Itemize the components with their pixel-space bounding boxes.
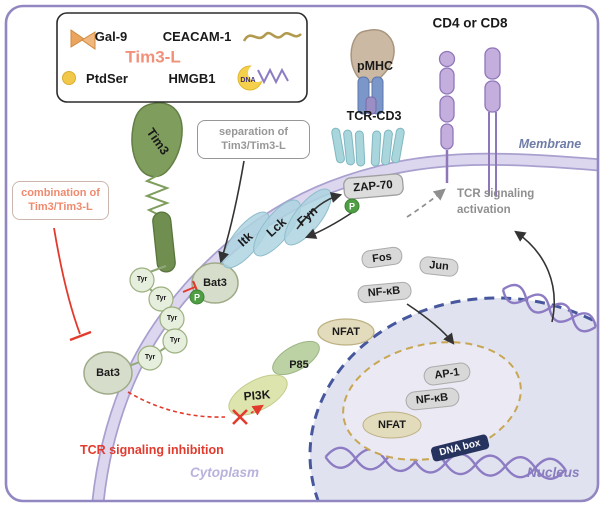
nucleus-region-label: Nucleus — [527, 465, 580, 480]
nfkb-cyto-shape — [357, 281, 412, 304]
jun-label: Jun — [428, 259, 450, 273]
combination-note-line2: Tim3/Tim3-L — [28, 201, 93, 214]
tcr-receptor — [357, 76, 384, 115]
tim3-coil — [144, 173, 170, 217]
hmgb1-dna-icon — [237, 64, 289, 91]
separation-note: separation of Tim3/Tim3-L — [197, 120, 310, 159]
signal-arrows — [218, 160, 556, 345]
membrane-region-label: Membrane — [518, 137, 582, 152]
pmhc-label: pMHC — [356, 59, 394, 74]
frame-border — [4, 4, 600, 503]
separation-note-line1: separation of — [218, 126, 289, 138]
tyr-label: Tyr — [144, 354, 156, 362]
dna-icon-label: DNA — [240, 77, 256, 85]
activation-label-line2: activation — [457, 204, 511, 216]
pi3k-label: PI3K — [243, 387, 271, 404]
nfat-cyto-shape — [317, 318, 375, 346]
pi3k-shape — [228, 374, 288, 416]
inhibition-label: TCR signaling inhibition — [80, 443, 224, 457]
cd3-chains — [331, 127, 405, 167]
phospho-badge: P — [189, 289, 205, 305]
p85-label: P85 — [289, 358, 309, 371]
tyr-beads — [129, 267, 188, 371]
fos-shape — [361, 246, 403, 269]
combination-note-line1: combination of — [21, 187, 100, 199]
legend-hmgb1-label: HMGB1 — [168, 70, 216, 86]
cytoplasm-region-label: Cytoplasm — [190, 465, 260, 480]
jun-shape — [419, 256, 459, 277]
activation-label-line1: TCR signaling — [457, 188, 535, 200]
legend-ptdser-label: PtdSer — [86, 70, 128, 86]
gal9-icon — [70, 29, 96, 50]
tyr-label: Tyr — [166, 315, 178, 323]
ap1-shape — [423, 362, 471, 386]
tyr-label: Tyr — [155, 295, 167, 303]
legend-title: Tim3-L — [125, 47, 181, 67]
separation-note-line2: Tim3/Tim3-L — [221, 140, 286, 153]
nfkb-nucleus-shape — [405, 387, 460, 411]
pmhc-shape — [350, 29, 395, 83]
tyr-label: Tyr — [169, 337, 181, 345]
bat3-lower-label: Bat3 — [96, 366, 120, 379]
tyr-label: Tyr — [136, 276, 148, 284]
kinase-ovals — [222, 188, 332, 269]
p85-shape — [272, 340, 320, 376]
nfat-nucleus-label: NFAT — [378, 418, 406, 431]
legend-box — [56, 12, 308, 103]
nfat-nucleus-shape — [362, 411, 422, 439]
bat3-upper-label: Bat3 — [203, 276, 227, 289]
cd4-receptor — [438, 50, 456, 183]
dna-helix-top-icon — [501, 283, 597, 333]
nfat-cyto-label: NFAT — [332, 325, 360, 338]
tcr-cd3-label: TCR-CD3 — [346, 109, 402, 124]
zap70-shape — [343, 173, 404, 200]
combination-note: combination of Tim3/Tim3-L — [12, 181, 109, 220]
legend-gal9-label: Gal-9 — [94, 28, 128, 44]
ptdser-icon — [62, 71, 76, 85]
legend-ceacam1-label: CEACAM-1 — [162, 28, 232, 44]
cd4-cd8-label: CD4 or CD8 — [432, 15, 508, 31]
tim3-head — [131, 102, 183, 178]
ceacam1-icon — [242, 31, 302, 42]
bat3-lower-shape — [83, 351, 133, 395]
cd8-receptor — [484, 47, 501, 196]
dna-helix-bottom-icon — [324, 446, 567, 480]
tim3-stem — [152, 211, 176, 273]
phospho-badge: P — [344, 198, 360, 214]
